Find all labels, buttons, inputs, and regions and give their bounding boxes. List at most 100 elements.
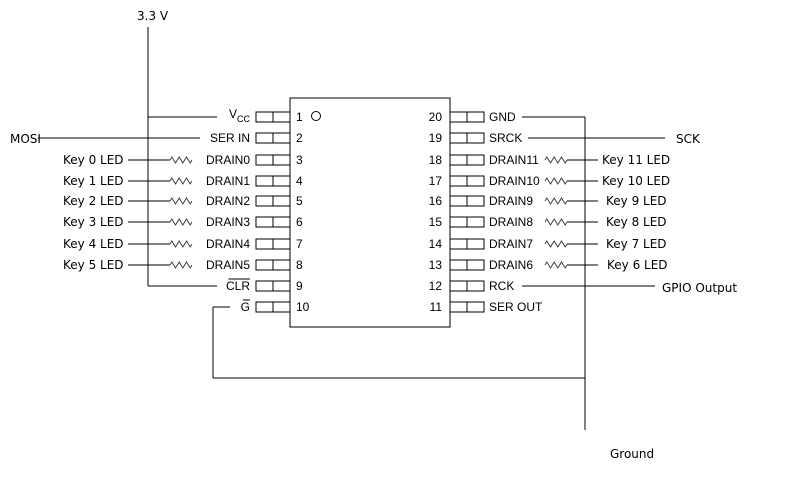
mosi-label: MOSI — [10, 132, 41, 146]
pin-pad-right-13 — [466, 259, 485, 271]
pin-name-20: GND — [489, 110, 516, 124]
resistor-icon — [169, 177, 193, 185]
pin-name-4: DRAIN1 — [206, 174, 250, 188]
pin-name-5: DRAIN2 — [206, 194, 250, 208]
pin-number-2: 2 — [296, 131, 303, 145]
resistor-icon — [169, 261, 193, 269]
resistor-icon — [169, 156, 193, 164]
pin-number-13: 13 — [429, 258, 443, 272]
pin-name-18: DRAIN11 — [489, 153, 539, 167]
pin-name-2: SER IN — [210, 131, 250, 145]
pin-name-14: DRAIN7 — [489, 237, 533, 251]
resistor-icon — [544, 261, 568, 269]
pin-name-12: RCK — [489, 279, 514, 293]
pin-pad-left-3 — [255, 154, 274, 166]
pin-number-6: 6 — [296, 215, 303, 229]
pin-pad-right-inner-19 — [449, 132, 468, 144]
resistor-icon — [544, 197, 568, 205]
right-led-label-5: Key 8 LED — [606, 215, 667, 229]
pin-name-13: DRAIN6 — [489, 258, 533, 272]
pin-pad-left-10 — [255, 301, 274, 313]
pin-number-3: 3 — [296, 153, 303, 167]
left-led-label-6: Key 4 LED — [63, 237, 124, 251]
pin-name-17: DRAIN10 — [489, 174, 540, 188]
pin-number-5: 5 — [296, 194, 303, 208]
right-led-label-2: Key 11 LED — [602, 153, 670, 167]
vcc-main: V — [229, 107, 237, 121]
resistor-icon — [169, 218, 193, 226]
pin-pad-right-inner-16 — [449, 195, 468, 207]
pin-pad-right-15 — [466, 216, 485, 228]
pin-pad-right-inner-20 — [449, 111, 468, 123]
pin-name-9: CLR — [226, 279, 250, 293]
pin-pad-right-17 — [466, 175, 485, 187]
resistor-icon — [169, 197, 193, 205]
pin-name-15: DRAIN8 — [489, 215, 533, 229]
pin-name-6: DRAIN3 — [206, 215, 250, 229]
pin-pad-right-inner-15 — [449, 216, 468, 228]
pin-number-9: 9 — [296, 279, 303, 293]
resistor-icon — [544, 177, 568, 185]
pin-pad-left-inner-9 — [272, 280, 291, 292]
right-led-label-3: Key 10 LED — [602, 174, 670, 188]
pin-pad-left-inner-5 — [272, 195, 291, 207]
pin-number-11: 11 — [430, 300, 443, 314]
pin-number-12: 12 — [429, 279, 443, 293]
ground-label: Ground — [610, 447, 654, 461]
right-led-label-4: Key 9 LED — [606, 194, 667, 208]
pin-pad-left-inner-7 — [272, 238, 291, 250]
left-led-label-4: Key 2 LED — [63, 194, 124, 208]
chip-body — [289, 97, 451, 328]
right-led-label-6: Key 7 LED — [606, 237, 667, 251]
pin-name-3: DRAIN0 — [206, 153, 250, 167]
pin-number-19: 19 — [429, 131, 443, 145]
pin-pad-left-inner-4 — [272, 175, 291, 187]
pin-number-15: 15 — [429, 215, 443, 229]
pin-pad-left-1 — [255, 111, 274, 123]
right-led-label-7: Key 6 LED — [607, 258, 668, 272]
pin-pad-left-inner-1 — [272, 111, 291, 123]
sck-label: SCK — [676, 132, 701, 146]
pin-pad-right-inner-18 — [449, 154, 468, 166]
pin-number-16: 16 — [429, 194, 443, 208]
pin-name-10: G — [241, 300, 250, 314]
pin-number-4: 4 — [296, 174, 303, 188]
pin-pad-left-inner-2 — [272, 132, 291, 144]
pin-pad-left-inner-10 — [272, 301, 291, 313]
pin-pad-right-12 — [466, 280, 485, 292]
left-led-label-3: Key 1 LED — [63, 174, 124, 188]
pin-name-vcc: VCC — [229, 107, 251, 124]
resistor-icon — [169, 240, 193, 248]
pin-pad-left-8 — [255, 259, 274, 271]
pin-number-18: 18 — [429, 153, 443, 167]
pin-pad-left-4 — [255, 175, 274, 187]
pin-pad-right-16 — [466, 195, 485, 207]
vcc-subscript: CC — [237, 114, 250, 124]
pin-name-8: DRAIN5 — [206, 258, 250, 272]
pin-pad-right-11 — [466, 301, 485, 313]
resistor-icon — [544, 240, 568, 248]
pin-pad-left-inner-3 — [272, 154, 291, 166]
left-led-label-5: Key 3 LED — [63, 215, 124, 229]
pin-pad-right-14 — [466, 238, 485, 250]
pin-pad-left-inner-8 — [272, 259, 291, 271]
left-led-label-2: Key 0 LED — [63, 153, 124, 167]
pin-pad-right-inner-17 — [449, 175, 468, 187]
pin-number-1: 1 — [296, 110, 303, 124]
pin-pad-right-inner-12 — [449, 280, 468, 292]
gpio-label: GPIO Output — [662, 281, 737, 295]
pin-name-19: SRCK — [489, 131, 522, 145]
pin-name-7: DRAIN4 — [206, 237, 250, 251]
pin-number-10: 10 — [296, 300, 310, 314]
pin-number-17: 17 — [429, 174, 443, 188]
pin-pad-right-20 — [466, 111, 485, 123]
pin-pad-right-18 — [466, 154, 485, 166]
power-label: 3.3 V — [137, 9, 169, 23]
pin-number-14: 14 — [429, 237, 443, 251]
pin-pad-right-inner-13 — [449, 259, 468, 271]
pin-pad-right-inner-14 — [449, 238, 468, 250]
pin-pad-left-2 — [255, 132, 274, 144]
resistor-icon — [544, 218, 568, 226]
